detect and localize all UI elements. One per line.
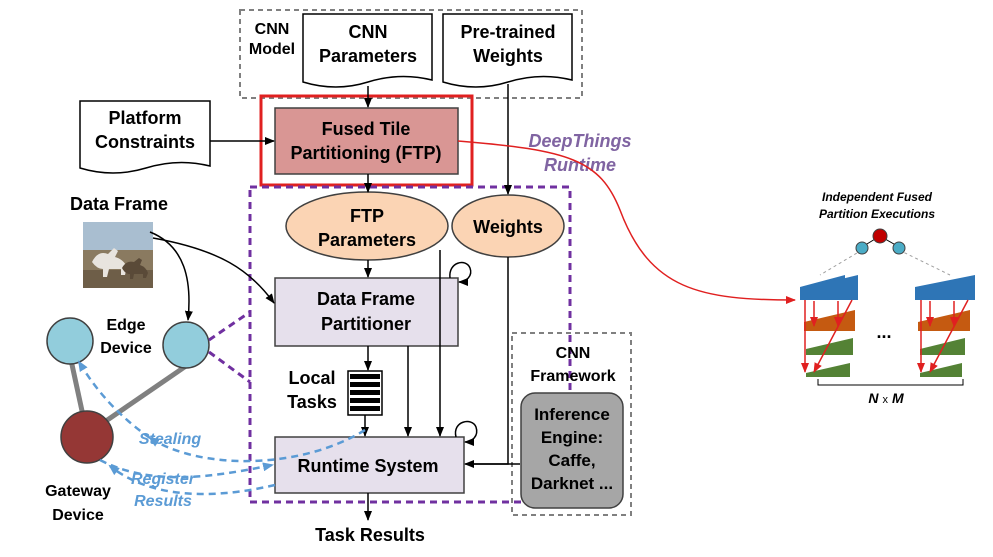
layer-orange-left [804, 310, 855, 331]
loop-runtime [454, 420, 478, 446]
inference-engine-label-4: Darknet ... [531, 474, 613, 493]
pretrained-weights-label-2: Weights [473, 46, 543, 66]
inference-engine-box [520, 392, 624, 509]
cnn-framework-group [511, 332, 632, 516]
runtime-system-label: Runtime System [297, 456, 438, 476]
tree-child-right [892, 241, 906, 255]
ftp-label-1: Fused Tile [322, 119, 411, 139]
layer-green-left [806, 338, 853, 355]
inference-engine-label-2: Engine: [541, 428, 603, 447]
partition-stack-right [915, 275, 975, 377]
arrow-frame-edge [149, 231, 193, 321]
partitioner-label-1: Data Frame [317, 289, 415, 309]
inference-engine-label-3: Caffe, [548, 451, 595, 470]
tree-dash-right [898, 249, 951, 276]
runtime-system-box [274, 436, 465, 494]
zoom-line-top [208, 310, 251, 342]
arrow-stealing-up [77, 360, 151, 440]
runtime-title-2: Runtime [544, 155, 616, 175]
gateway-device-label-1: Gateway [45, 483, 111, 500]
gateway-device-label-2: Device [52, 507, 104, 524]
arrow-ftp-partitions [457, 140, 796, 304]
edge-device-left [46, 317, 94, 365]
cnn-model-group [239, 9, 583, 99]
partition-stack-left [800, 275, 858, 377]
platform-constraints-doc [79, 100, 211, 174]
gateway-device [60, 410, 114, 464]
independent-label-2: Partition Executions [819, 207, 935, 221]
ftp-box [274, 107, 459, 175]
edge-device-label-1: Edge [106, 317, 145, 334]
runtime-title-1: DeepThings [528, 131, 631, 151]
stealing-label: Stealing [139, 431, 201, 448]
nxm-brace [817, 379, 964, 386]
cnn-parameters-label-2: Parameters [319, 46, 417, 66]
platform-constraints-label-2: Constraints [95, 132, 195, 152]
ftp-label-2: Partitioning (FTP) [291, 143, 442, 163]
register-label-2: Results [134, 493, 192, 510]
zoom-line-bottom [208, 350, 251, 384]
inference-engine-label-1: Inference [534, 405, 610, 424]
pretrained-weights-doc [442, 13, 573, 88]
tree-dash-left [819, 249, 863, 276]
local-tasks-label-2: Tasks [287, 392, 337, 412]
data-frame-label: Data Frame [70, 194, 168, 214]
cnn-parameters-label-1: CNN [349, 22, 388, 42]
edge-device-right [162, 321, 210, 369]
loop-partitioner [449, 261, 472, 286]
pretrained-weights-label-1: Pre-trained [460, 22, 555, 42]
ftp-parameters-label-1: FTP [350, 206, 384, 226]
layer-green-right [920, 338, 965, 355]
local-tasks-label-1: Local [288, 368, 335, 388]
arrow-weights-runtime [464, 257, 509, 468]
layer-orange-right [918, 310, 970, 331]
stack-ellipsis: ... [876, 322, 891, 342]
task-queue-slots [350, 374, 380, 411]
arrow-stealing [148, 428, 366, 463]
runtime-boundary [248, 185, 572, 504]
cnn-model-label-1: CNN [255, 21, 290, 38]
cnn-framework-label-2: Framework [530, 368, 615, 385]
cnn-framework-label-1: CNN [556, 345, 591, 362]
partitioner-box [274, 277, 459, 347]
weights-label: Weights [473, 217, 543, 237]
data-frame-image [83, 222, 153, 288]
arrow-frame-partitioner [152, 237, 275, 304]
cnn-parameters-doc [302, 13, 433, 88]
partitioner-label-2: Partitioner [321, 314, 411, 334]
layer-blue-right [915, 275, 975, 300]
ftp-parameters-label-2: Parameters [318, 230, 416, 250]
register-label-1: Register [131, 471, 196, 488]
task-results-label: Task Results [315, 525, 425, 545]
tree-root-node [872, 228, 888, 244]
platform-constraints-label-1: Platform [108, 108, 181, 128]
independent-label-1: Independent Fused [822, 190, 933, 204]
cnn-model-label-2: Model [249, 41, 295, 58]
tree-child-left [855, 241, 869, 255]
arrow-register [99, 458, 274, 479]
edge-device-label-2: Device [100, 340, 152, 357]
